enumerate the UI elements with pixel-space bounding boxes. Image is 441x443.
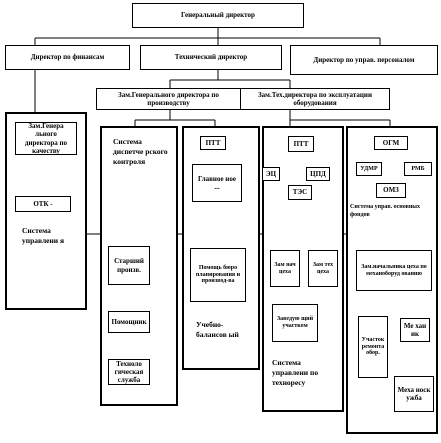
node-personnel-director: Директор по управ. персоналом <box>290 45 438 75</box>
node-technologist: Техноло гическая служба <box>108 359 150 385</box>
node-cpd: ЦПД <box>306 167 330 181</box>
node-finance-director: Директор по финансам <box>5 45 130 70</box>
label-quality-system: Система управлени я <box>22 226 65 245</box>
node-senior-master: Старший произв. <box>108 246 150 285</box>
node-assistant: Помощник <box>108 311 150 333</box>
node-ptt-2: ПТТ <box>288 136 314 152</box>
node-rmb: РМБ <box>404 162 432 176</box>
node-ogm: ОГМ <box>374 136 408 150</box>
node-zam-shop-tech: Зам тех цеха <box>308 250 338 287</box>
node-repair-section: Участок ремонта обор. <box>358 316 388 378</box>
node-deputy-quality: Зам.Генера льного директора по качеству <box>15 122 77 155</box>
label-tech-system: Система управлени по техноресу <box>272 358 319 387</box>
node-ec: ЭЦ <box>262 167 280 181</box>
label-dispatch-system: Система диспетче рского контроля <box>113 137 168 166</box>
node-ptt-1: ПТТ <box>200 136 226 150</box>
node-mechanic: Ме хан ик <box>400 318 430 342</box>
node-zam-repair: Зам.начальника цеха по механоборуд овани… <box>356 250 432 291</box>
node-general-director: Генеральный директор <box>132 3 304 28</box>
node-balance-dept: Помощь бюро планирования и производ-ва <box>190 248 246 302</box>
node-chief-mechanic: Главное ное ... <box>192 164 242 202</box>
node-section-head: Заведую щий участком <box>272 304 318 342</box>
node-udmr: УДМР <box>356 162 382 176</box>
label-training: Учебно-балансов ый <box>196 320 239 339</box>
node-technical-director: Технический директор <box>140 45 282 70</box>
label-fixed-assets-system: Система управ. основных фондов <box>350 204 420 218</box>
node-deputy-equipment: Зам.Тех.директора по эксплуатации оборуд… <box>240 88 390 110</box>
node-zam-shop-head: Зам нач цеха <box>270 250 300 287</box>
node-otk: ОТК - <box>15 196 71 212</box>
node-oms: ОМЗ <box>376 183 406 198</box>
node-deputy-production: Зам.Генерального директора по производст… <box>96 88 241 110</box>
node-tec: ТЭС <box>288 185 312 200</box>
node-mech-service: Меха носк ужба <box>394 376 434 412</box>
